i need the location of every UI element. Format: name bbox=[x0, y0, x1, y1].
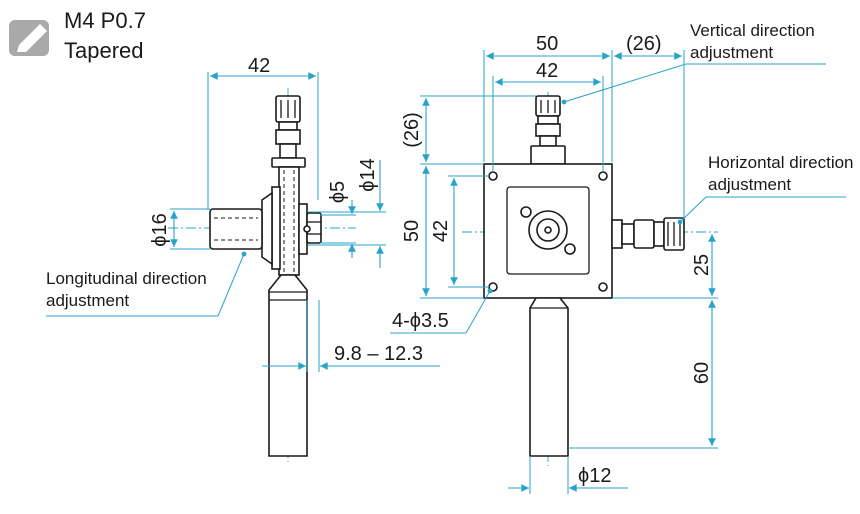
horizontal-label-line1: Horizontal direction bbox=[708, 153, 854, 172]
post-diameter-label: ϕ12 bbox=[578, 465, 611, 487]
front-view-dimensions bbox=[390, 50, 846, 494]
front-height-offset-label: (26) bbox=[401, 112, 423, 148]
front-height-outer-label: 50 bbox=[401, 220, 423, 242]
side-view bbox=[168, 88, 356, 462]
longitudinal-label-line2: adjustment bbox=[46, 291, 129, 310]
vertical-label-line1: Vertical direction bbox=[690, 21, 815, 40]
front-height-inner-label: 42 bbox=[430, 220, 452, 242]
post-length-label: 60 bbox=[691, 362, 713, 384]
front-offset-label: (26) bbox=[626, 33, 662, 55]
longitudinal-label-line1: Longitudinal direction bbox=[46, 269, 207, 288]
vertical-label-line2: adjustment bbox=[690, 43, 773, 62]
travel-range-label: 9.8 – 12.3 bbox=[334, 343, 423, 365]
front-width-outer-label: 50 bbox=[536, 33, 558, 55]
screw-tip-icon bbox=[9, 20, 49, 56]
thread-spec-line1: M4 P0.7 bbox=[64, 8, 146, 33]
front-view bbox=[462, 92, 718, 466]
post-offset-label: 25 bbox=[691, 254, 713, 276]
knob-diameter-label: ϕ16 bbox=[149, 213, 171, 246]
thread-spec-line2: Tapered bbox=[64, 38, 144, 63]
mounting-hole-label: 4-ϕ3.5 bbox=[392, 310, 449, 332]
side-width-label: 42 bbox=[248, 55, 270, 77]
front-width-inner-label: 42 bbox=[536, 60, 558, 82]
side-view-dimensions bbox=[46, 72, 440, 372]
shaft-diameter-label: ϕ5 bbox=[327, 181, 349, 203]
flange-diameter-label: ϕ14 bbox=[357, 158, 379, 191]
horizontal-label-line2: adjustment bbox=[708, 175, 791, 194]
